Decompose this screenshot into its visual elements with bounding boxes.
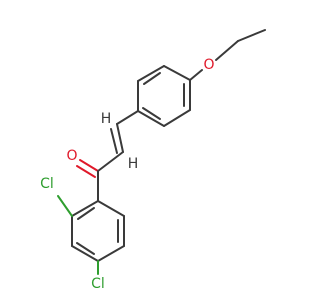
bond-carbonyl-o xyxy=(79,159,99,172)
bond-ethyl-co xyxy=(215,40,239,61)
ring2-bond-1 xyxy=(97,200,125,217)
bond-alkene xyxy=(116,123,124,153)
atom-carbonyl-oxygen: O xyxy=(66,148,77,164)
ring1-bond-5 xyxy=(137,65,165,82)
carbonyl-group xyxy=(76,159,99,202)
ring2-inner-3 xyxy=(77,207,95,220)
ring2-bond-4 xyxy=(71,245,99,262)
atom-labels: O O H H Cl Cl xyxy=(40,57,214,292)
atom-vinyl-h-alpha: H xyxy=(128,156,139,172)
bond-ethyl-cc xyxy=(237,29,266,42)
atom-ether-oxygen: O xyxy=(203,57,214,73)
bond-calpha-carbonyl xyxy=(97,151,124,172)
bond-c-cl-ortho xyxy=(57,195,73,217)
bond-alkene-inner xyxy=(110,128,118,154)
ring1-bond-3 xyxy=(137,110,165,127)
molecule-structure: O O H H Cl Cl xyxy=(40,29,266,292)
atom-vinyl-h-beta: H xyxy=(101,111,112,127)
bond-carbonyl-o-inner xyxy=(76,165,96,178)
ethoxy-group xyxy=(189,29,266,81)
atom-chlorine-ortho: Cl xyxy=(40,176,54,192)
ring2-bond-3 xyxy=(97,245,125,262)
bond-aryl-o xyxy=(189,69,203,81)
atom-chlorine-para: Cl xyxy=(91,276,105,292)
ring2-bond-6 xyxy=(71,200,99,217)
dichlorophenyl-ring xyxy=(57,195,125,275)
vinyl-linker xyxy=(97,110,139,172)
ring1-bond-2 xyxy=(163,109,191,127)
ring1-bond-6 xyxy=(163,65,191,81)
ring1-inner-2 xyxy=(142,107,161,120)
ring1-inner-3 xyxy=(143,72,161,85)
ethoxyphenyl-ring xyxy=(137,65,191,127)
bond-ring1-cbeta xyxy=(116,110,139,125)
ring2-inner-2 xyxy=(76,242,95,255)
